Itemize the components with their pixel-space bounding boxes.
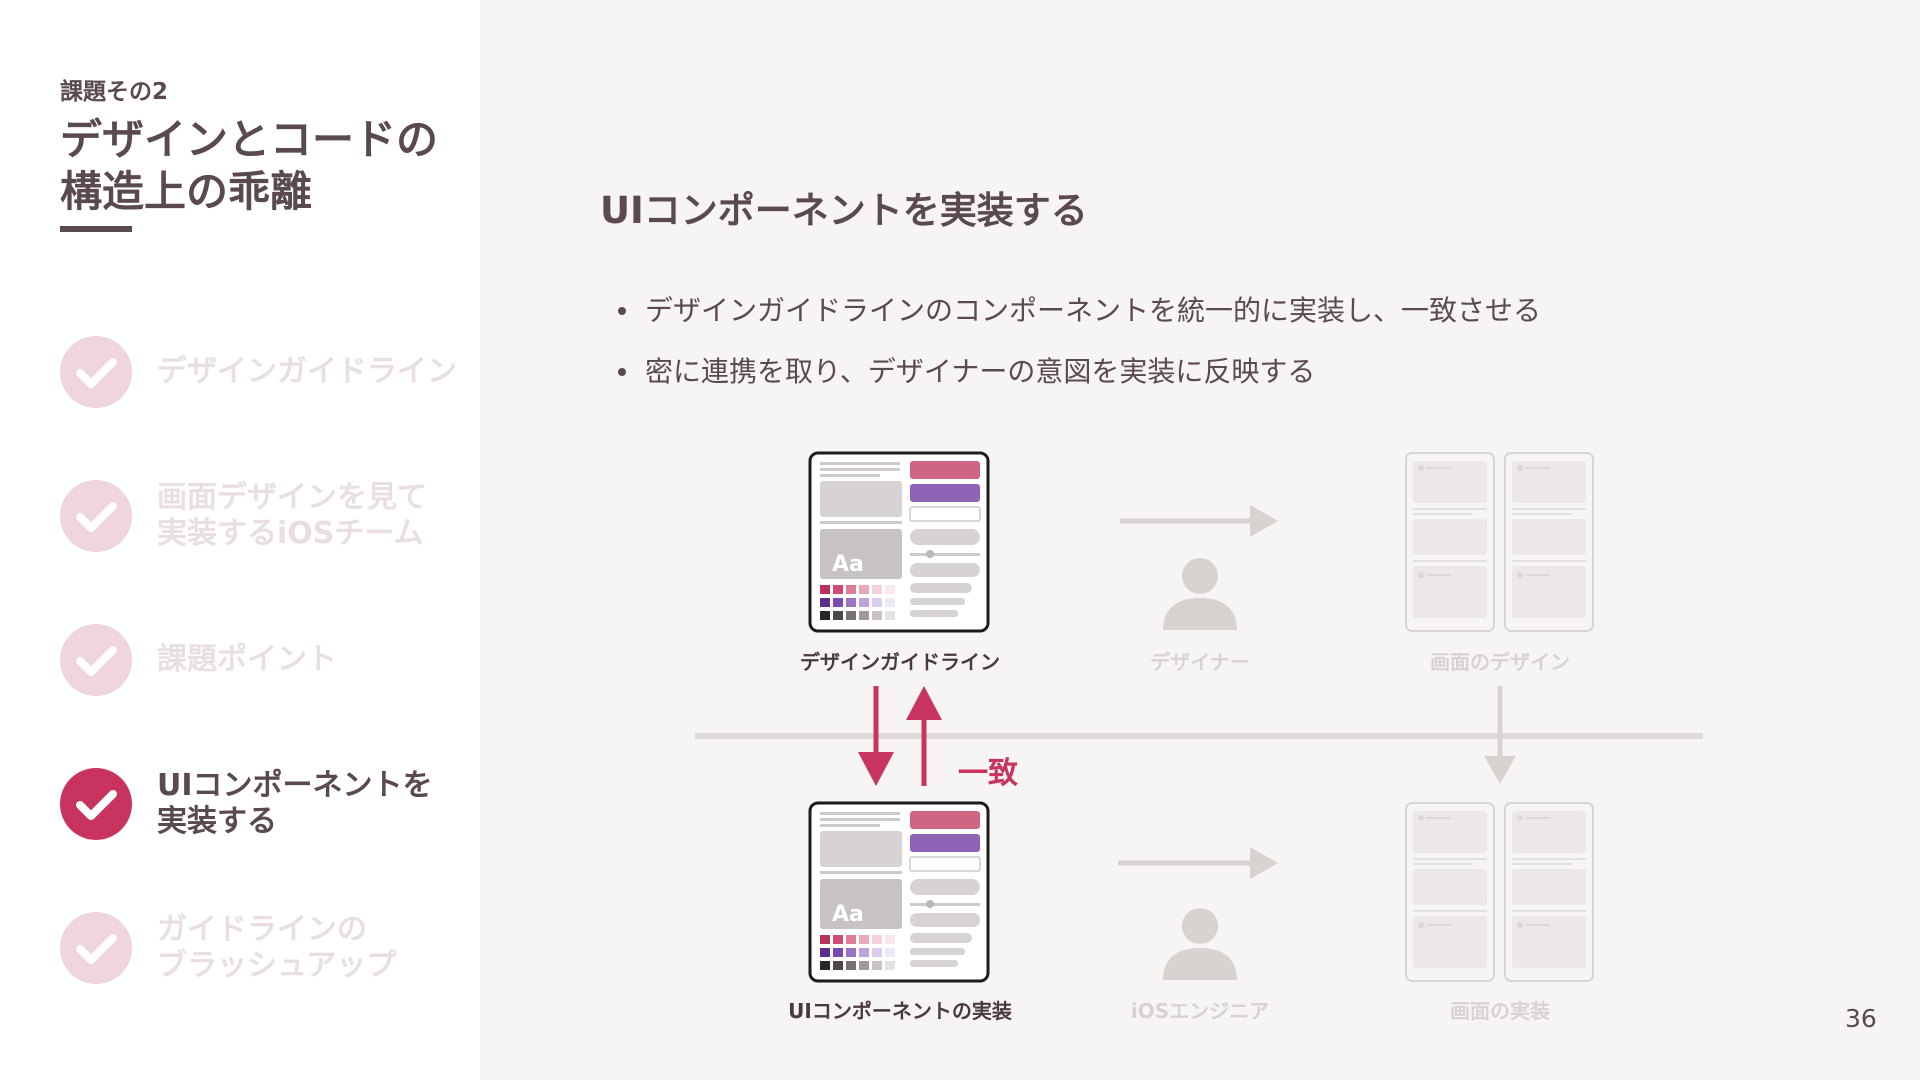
title-underline [60, 226, 132, 232]
step-label: 画面デザインを見て 実装するiOSチーム [157, 480, 427, 551]
section-eyebrow: 課題その2 [60, 79, 169, 105]
caption-ui-component-implementation: UIコンポーネントの実装 [788, 999, 1012, 1023]
engineer-person-icon [1163, 908, 1237, 980]
designer-person-icon [1163, 558, 1237, 630]
arrow-right-icon [1120, 505, 1278, 537]
section-title: デザインとコードの 構造上の乖離 [60, 115, 439, 216]
slide-title: UIコンポーネントを実装する [600, 189, 1088, 232]
caption-design-guideline: デザインガイドライン [800, 650, 1000, 674]
step-label: UIコンポーネントを 実装する [157, 768, 433, 839]
page-number: 36 [1845, 1004, 1877, 1033]
step-label: デザインガイドライン [157, 354, 457, 389]
step-item-issue-points[interactable]: 課題ポイント [60, 624, 480, 696]
check-circle-icon [60, 480, 132, 552]
bullet-item: 密に連携を取り、デザイナーの意図を実装に反映する [612, 341, 1541, 402]
caption-screen-design: 画面のデザイン [1430, 650, 1570, 674]
arrow-down-icon [858, 686, 894, 786]
phone-mockup [1504, 452, 1594, 632]
phone-mockup [1504, 802, 1594, 982]
caption-designer: デザイナー [1150, 650, 1250, 674]
step-item-implement-ui-components[interactable]: UIコンポーネントを 実装する [60, 768, 480, 840]
bullet-item: デザインガイドラインのコンポーネントを統一的に実装し、一致させる [612, 280, 1541, 341]
sidebar: 課題その2 デザインとコードの 構造上の乖離 デザインガイドライン 画面デザイン… [0, 0, 480, 1080]
check-circle-icon [60, 624, 132, 696]
phone-mockup [1405, 802, 1495, 982]
check-circle-icon [60, 336, 132, 408]
caption-screen-implementation: 画面の実装 [1450, 999, 1550, 1023]
step-item-design-guideline[interactable]: デザインガイドライン [60, 336, 480, 408]
caption-ios-engineer: iOSエンジニア [1130, 999, 1270, 1023]
ui-component-implementation-thumbnail [808, 801, 990, 983]
step-label: 課題ポイント [157, 642, 337, 677]
step-item-guideline-brushup[interactable]: ガイドラインの ブラッシュアップ [60, 912, 480, 984]
arrow-down-icon [1484, 686, 1516, 784]
check-circle-icon [60, 912, 132, 984]
arrow-right-icon [1118, 847, 1278, 879]
arrow-up-icon [906, 686, 942, 786]
check-circle-icon [60, 768, 132, 840]
step-item-ios-team[interactable]: 画面デザインを見て 実装するiOSチーム [60, 480, 480, 552]
phone-mockup [1405, 452, 1495, 632]
step-label: ガイドラインの ブラッシュアップ [157, 912, 397, 983]
design-guideline-thumbnail [808, 451, 990, 633]
match-label: 一致 [958, 756, 1018, 791]
bullet-list: デザインガイドラインのコンポーネントを統一的に実装し、一致させる 密に連携を取り… [612, 280, 1541, 402]
